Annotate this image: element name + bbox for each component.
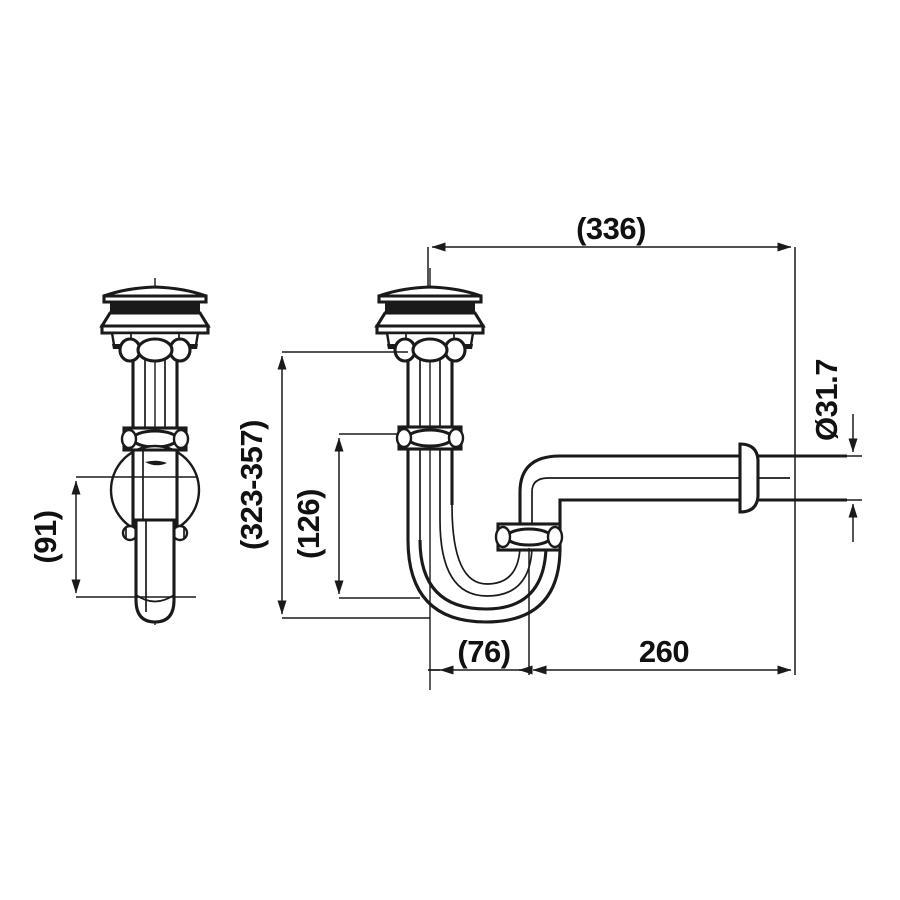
right-view-elbow-arm: [518, 454, 740, 524]
dimension-overall-length-label: (336): [576, 211, 646, 246]
right-view-wall-flange: [738, 442, 760, 514]
right-view-upper-nut: [393, 337, 467, 363]
dimension-drain-body-height: (91): [28, 476, 196, 598]
left-view-pivot-bosses: [121, 524, 189, 542]
dimension-pipe-diameter-label: Ø31.7: [809, 359, 844, 441]
left-view-spherical-body: [109, 444, 201, 536]
dimension-wall-arm-length-label: 260: [639, 634, 689, 669]
dimension-trap-depth-label: (76): [457, 634, 510, 669]
right-view-wall-pipe-stub: [758, 454, 847, 502]
right-view-trap-outlet-nut: [494, 522, 564, 552]
right-assembly-view: [374, 268, 847, 690]
dimension-wall-arm-length: 260: [532, 634, 792, 675]
right-view-trap-ubend: [406, 504, 562, 624]
dimension-vertical-range-label: (323-357): [234, 420, 269, 550]
right-view-inlet-pipe-upper: [406, 360, 454, 428]
left-elevation-view: [99, 278, 211, 625]
dimension-overall-length: (336): [427, 211, 796, 675]
dimension-trap-inlet-height-label: (126): [291, 489, 326, 559]
dimension-drain-body-height-label: (91): [28, 510, 63, 563]
left-view-upper-pipe: [131, 360, 179, 432]
right-view-inlet-pipe-lower: [406, 449, 454, 540]
dimension-pipe-diameter: Ø31.7: [809, 359, 862, 542]
right-view-inlet-nut: [395, 425, 465, 451]
right-view-stopper-cap: [374, 285, 486, 335]
left-view-stopper-cap: [99, 285, 211, 335]
left-view-upper-nut: [118, 337, 192, 363]
dimension-trap-depth: (76): [428, 548, 533, 675]
dimension-trap-inlet-height: (126): [291, 433, 420, 599]
left-view-tailpiece: [134, 518, 176, 624]
dimension-vertical-range: (323-357): [234, 351, 430, 619]
